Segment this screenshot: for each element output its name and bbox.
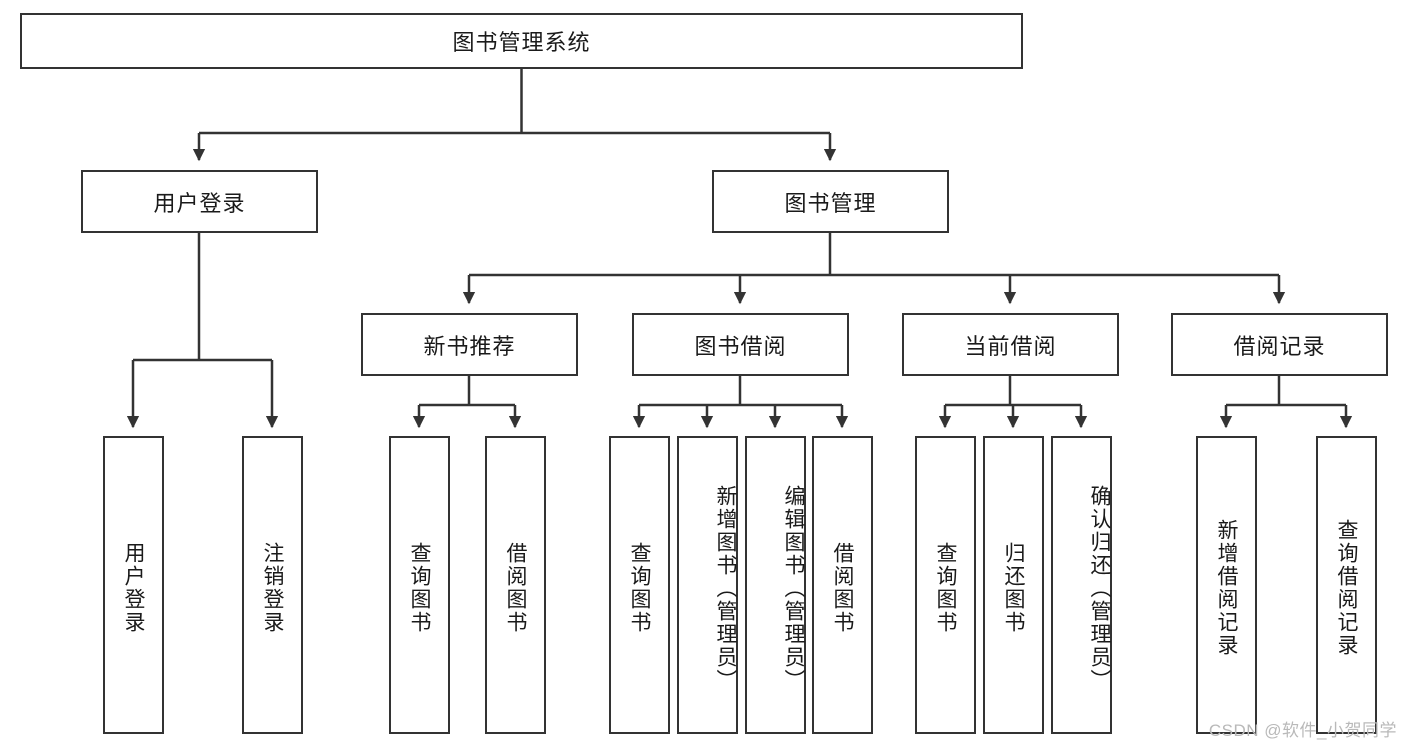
leaf-recommend-borrow-book[interactable]: 借阅图书: [485, 436, 546, 734]
leaf-borrow-query-book[interactable]: 查询图书: [609, 436, 670, 734]
node-user-login[interactable]: 用户登录: [81, 170, 318, 233]
leaf-records-add-record[interactable]: 新增借阅记录: [1196, 436, 1257, 734]
leaf-recommend-query-book[interactable]: 查询图书: [389, 436, 450, 734]
node-borrow-records[interactable]: 借阅记录: [1171, 313, 1388, 376]
leaf-current-confirm-return-admin[interactable]: 确认归还（管理员）: [1051, 436, 1112, 734]
node-new-book-recommend[interactable]: 新书推荐: [361, 313, 578, 376]
leaf-borrow-borrow-book[interactable]: 借阅图书: [812, 436, 873, 734]
leaf-borrow-add-book-admin[interactable]: 新增图书（管理员）: [677, 436, 738, 734]
node-book-borrow[interactable]: 图书借阅: [632, 313, 849, 376]
node-book-management[interactable]: 图书管理: [712, 170, 949, 233]
node-current-borrow[interactable]: 当前借阅: [902, 313, 1119, 376]
leaf-borrow-edit-book-admin[interactable]: 编辑图书（管理员）: [745, 436, 806, 734]
leaf-records-query-record[interactable]: 查询借阅记录: [1316, 436, 1377, 734]
leaf-user-login[interactable]: 用户登录: [103, 436, 164, 734]
leaf-current-query-book[interactable]: 查询图书: [915, 436, 976, 734]
node-root-system[interactable]: 图书管理系统: [20, 13, 1023, 69]
leaf-current-return-book[interactable]: 归还图书: [983, 436, 1044, 734]
leaf-user-logout[interactable]: 注销登录: [242, 436, 303, 734]
csdn-watermark: CSDN @软件_小贺同学: [1208, 721, 1397, 740]
